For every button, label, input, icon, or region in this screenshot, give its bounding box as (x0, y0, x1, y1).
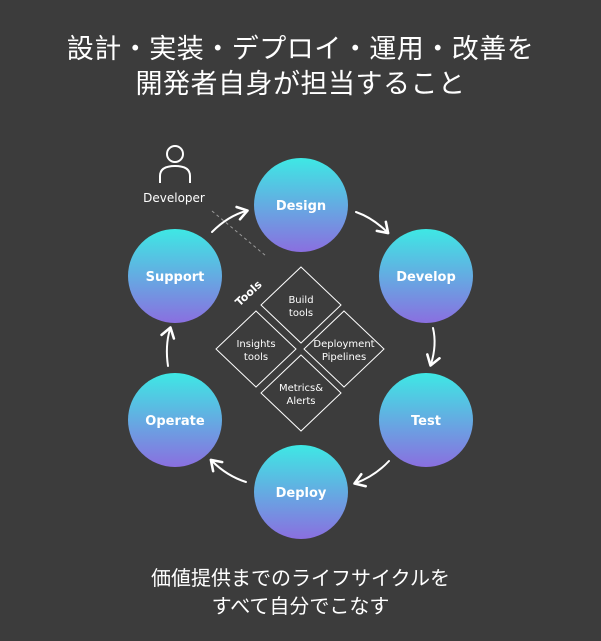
person-icon (159, 145, 191, 183)
arrow-design-to-develop (355, 211, 390, 235)
tool-metrics-label-2: Alerts (286, 396, 315, 407)
node-develop: Develop (379, 229, 473, 323)
node-operate: Operate (128, 373, 222, 467)
tool-build-diamond (260, 266, 342, 344)
tools-title: Tools (233, 278, 265, 309)
arrow-test-to-deploy (353, 460, 390, 488)
arrow-operate-to-support (160, 326, 176, 367)
footer-line-1: 価値提供までのライフサイクルを (151, 566, 450, 590)
arrow-develop-to-test (426, 327, 441, 367)
node-develop-label: Develop (396, 270, 456, 285)
node-design-label: Design (276, 199, 326, 214)
tool-metrics-label-1: Metrics& (279, 383, 323, 394)
node-support-label: Support (146, 270, 205, 285)
node-test-label: Test (411, 414, 441, 429)
page-title-line-2: 開発者自身が担当すること (135, 69, 466, 100)
tool-insights-label-1: Insights (236, 339, 275, 350)
tool-metrics-diamond (260, 354, 342, 432)
node-deploy-label: Deploy (276, 486, 327, 501)
node-design: Design (254, 158, 348, 252)
tool-insights-diamond (215, 310, 297, 388)
tool-build-label-2: tools (289, 308, 313, 319)
developer-label: Developer (143, 191, 205, 205)
tool-deployment-label-1: Deployment (313, 339, 374, 350)
node-operate-label: Operate (145, 414, 205, 429)
node-test: Test (379, 373, 473, 467)
arrow-deploy-to-operate (209, 458, 247, 483)
tool-build-label-1: Build (288, 295, 313, 306)
tool-insights-label-2: tools (244, 352, 268, 363)
node-deploy: Deploy (254, 445, 348, 539)
node-support: Support (128, 229, 222, 323)
arrow-support-to-design (211, 205, 249, 233)
footer-line-2: すべて自分でこなす (211, 594, 390, 618)
tool-deployment-label-2: Pipelines (322, 352, 366, 363)
tool-deployment-diamond (303, 310, 385, 388)
page-title-line-1: 設計・実装・デプロイ・運用・改善を (66, 34, 535, 65)
